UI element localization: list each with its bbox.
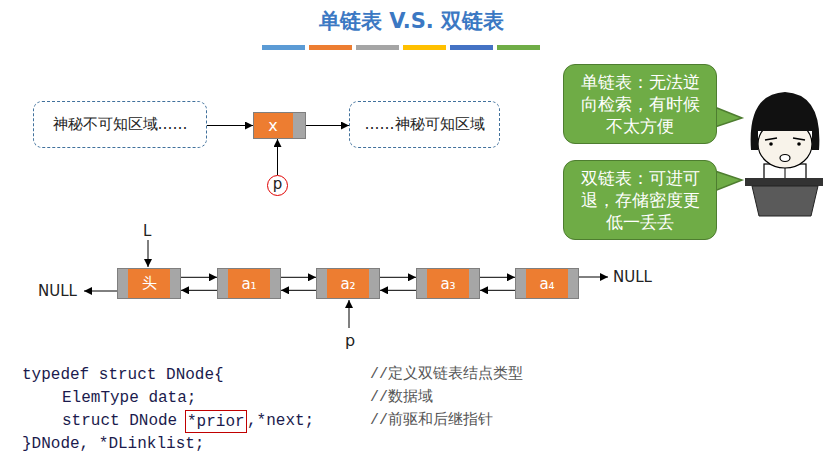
code-line: typedef struct DNode{: [22, 365, 224, 385]
list-node: 头: [117, 268, 181, 299]
highlight-box: *prior: [185, 410, 247, 433]
region-box: 神秘不可知区域……: [33, 101, 207, 148]
node-text: ……神秘可知区域: [365, 115, 485, 134]
code-line: ,*next;: [247, 411, 314, 431]
pointer-arrow: [480, 277, 515, 278]
node-text: 头: [142, 274, 157, 293]
node-text: a₃: [440, 275, 455, 293]
speaker-mouth: [780, 155, 790, 162]
code-comment: //数据域: [370, 388, 433, 408]
code-line: }DNode, *DLinklist;: [22, 434, 204, 454]
code-comment: //前驱和后继指针: [370, 411, 493, 431]
speaker-eye: [793, 138, 805, 140]
pointer-arrow: [277, 139, 278, 175]
null-label: NULL: [613, 268, 652, 286]
node-text: a₄: [539, 275, 554, 293]
pointer-arrow: [480, 290, 515, 291]
pointer-name: L: [143, 222, 151, 240]
pointer-circle: p: [267, 175, 288, 196]
code-comment: //定义双链表结点类型: [370, 365, 523, 385]
speech-bubble: 双链表：可进可退，存储密度更低一丢丢: [563, 160, 717, 240]
title-bar: [450, 45, 493, 50]
pointer-arrow: [380, 290, 416, 291]
node-text: 单链表：无法逆向检索，有时候不太方便: [576, 71, 704, 137]
pointer-arrow: [181, 277, 217, 278]
pointer-arrow: [181, 290, 217, 291]
pointer-arrow: [349, 300, 350, 328]
list-node: a₁: [217, 268, 281, 299]
speaker-pupil: [797, 142, 801, 146]
title-text: 单链表 V.S. 双链表: [0, 7, 823, 35]
node-text: a₂: [340, 275, 355, 293]
lectern-body: [752, 186, 818, 216]
title-bar: [309, 45, 352, 50]
cartoon-speaker: [745, 92, 823, 216]
speech-bubble: 单链表：无法逆向检索，有时候不太方便: [563, 64, 717, 144]
pointer-arrow: [281, 277, 316, 278]
title-bar: [262, 45, 305, 50]
code-line: ElemType data;: [62, 388, 196, 408]
node-text: 神秘不可知区域……: [53, 115, 188, 134]
null-arrow: [579, 277, 608, 278]
list-node: x: [253, 112, 306, 139]
code-line: struct DNode: [62, 411, 177, 431]
title-bar: [497, 45, 540, 50]
list-node: a₄: [515, 268, 579, 299]
lectern-top: [745, 178, 823, 186]
speaker-eye: [765, 138, 777, 140]
null-label: NULL: [38, 282, 77, 300]
pointer-name: p: [345, 331, 355, 350]
pointer-arrow: [306, 125, 349, 126]
list-node: a₃: [416, 268, 480, 299]
node-text: 双链表：可进可退，存储密度更低一丢丢: [576, 167, 704, 233]
title-bar: [356, 45, 399, 50]
node-text: *prior: [187, 413, 245, 431]
pointer-arrow: [380, 277, 416, 278]
pointer-arrow: [281, 290, 316, 291]
head-pointer-arrow: [148, 240, 149, 267]
node-text: p: [273, 177, 283, 192]
region-box: ……神秘可知区域: [349, 101, 500, 148]
null-arrow: [84, 291, 117, 292]
speaker-hair: [751, 92, 820, 150]
pointer-arrow: [207, 125, 253, 126]
list-node: a₂: [316, 268, 380, 299]
title-bar: [403, 45, 446, 50]
node-text: a₁: [241, 275, 256, 293]
node-text: x: [268, 116, 277, 135]
speaker-pupil: [769, 142, 773, 146]
